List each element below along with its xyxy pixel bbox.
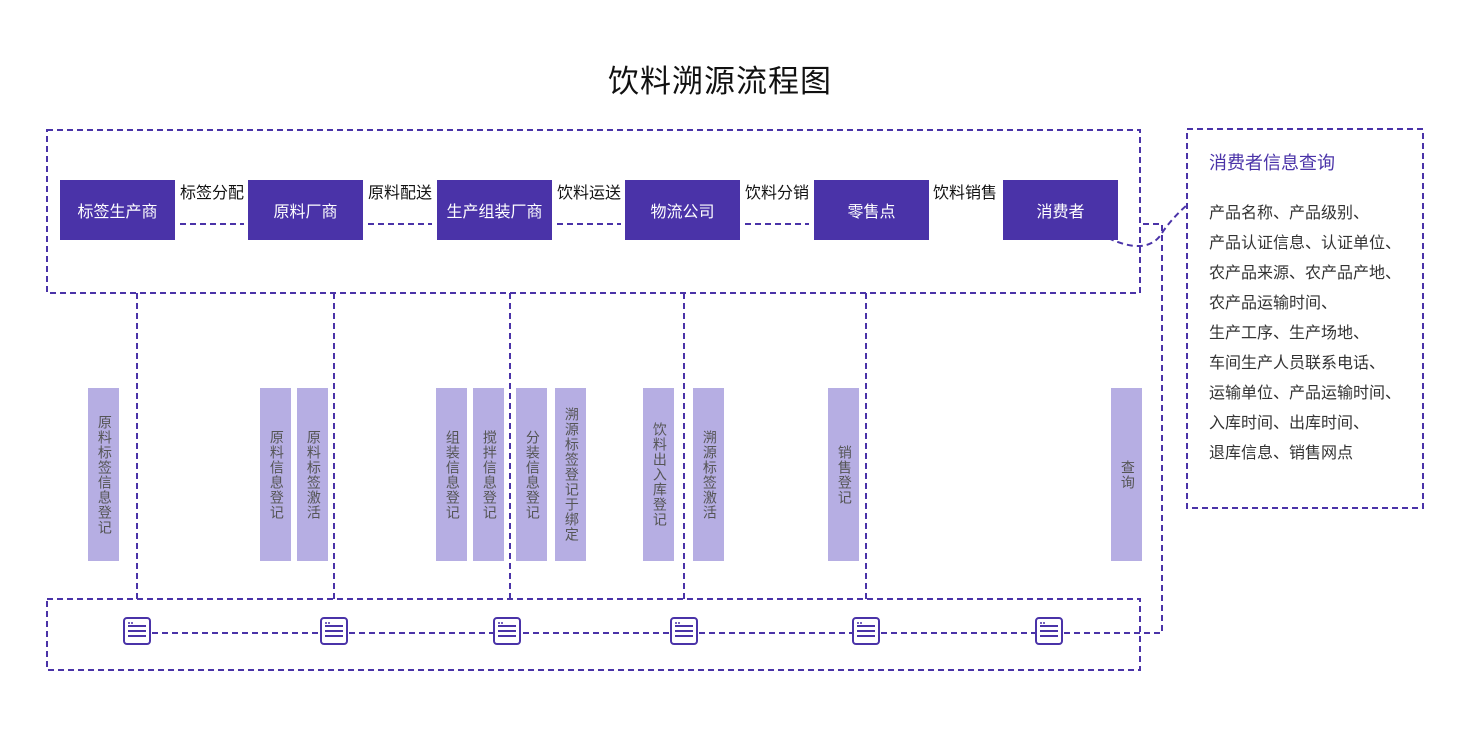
step-material-tag-registration: 原料标签信息登记	[88, 388, 119, 561]
consumer-panel-line: 生产工序、生产场地、	[1209, 323, 1370, 342]
edge-label-material-delivery: 原料配送	[367, 183, 432, 202]
step-label: 组装信息登记	[443, 429, 460, 520]
step-label: 查询	[1118, 459, 1135, 490]
node-retail: 零售点	[814, 180, 929, 240]
step-label: 搅拌信息登记	[480, 429, 497, 520]
consumer-panel-title: 消费者信息查询	[1209, 153, 1335, 174]
diagram-title: 饮料溯源流程图	[608, 64, 832, 100]
consumer-panel-line: 产品认证信息、认证单位、	[1209, 233, 1402, 252]
step-mixing-registration: 搅拌信息登记	[473, 388, 504, 561]
step-label: 分装信息登记	[523, 429, 540, 520]
step-label: 原料标签信息登记	[95, 414, 112, 535]
edge-label-drink-distribution: 饮料分销	[744, 183, 809, 202]
step-query: 查询	[1111, 388, 1142, 561]
step-label: 销售登记	[835, 444, 852, 505]
database-server-icon	[670, 617, 698, 645]
step-label: 饮料出入库登记	[650, 422, 667, 527]
node-assembly-factory: 生产组装厂商	[437, 180, 552, 240]
consumer-panel-line: 农产品运输时间、	[1209, 293, 1338, 312]
consumer-panel-line: 退库信息、销售网点	[1209, 443, 1354, 462]
consumer-panel-line: 车间生产人员联系电话、	[1209, 353, 1386, 372]
database-server-icon	[493, 617, 521, 645]
step-packaging-registration: 分装信息登记	[516, 388, 547, 561]
node-consumer: 消费者	[1003, 180, 1118, 240]
database-server-icon	[123, 617, 151, 645]
step-label: 原料标签激活	[304, 429, 321, 520]
edge-label-drink-sales: 饮料销售	[932, 183, 997, 202]
step-label: 原料信息登记	[267, 429, 284, 520]
step-warehouse-registration: 饮料出入库登记	[643, 388, 674, 561]
consumer-panel-frame	[1186, 128, 1424, 509]
step-label: 溯源标签登记于绑定	[562, 407, 579, 542]
node-label-producer: 标签生产商	[60, 180, 175, 240]
consumer-panel-line: 产品名称、产品级别、	[1209, 203, 1370, 222]
bottom-chain-frame	[46, 598, 1141, 671]
step-material-tag-activation: 原料标签激活	[297, 388, 328, 561]
consumer-panel-line: 运输单位、产品运输时间、	[1209, 383, 1402, 402]
top-flow-frame	[46, 129, 1141, 294]
database-server-icon	[1035, 617, 1063, 645]
node-material-factory: 原料厂商	[248, 180, 363, 240]
node-logistics: 物流公司	[625, 180, 740, 240]
step-assembly-registration: 组装信息登记	[436, 388, 467, 561]
step-label: 溯源标签激活	[700, 429, 717, 520]
consumer-panel-line: 入库时间、出库时间、	[1209, 413, 1370, 432]
step-material-info-registration: 原料信息登记	[260, 388, 291, 561]
consumer-panel-line: 农产品来源、农产品产地、	[1209, 263, 1402, 282]
database-server-icon	[320, 617, 348, 645]
step-trace-tag-binding: 溯源标签登记于绑定	[555, 388, 586, 561]
step-trace-tag-activation: 溯源标签激活	[693, 388, 724, 561]
database-server-icon	[852, 617, 880, 645]
edge-label-drink-transport: 饮料运送	[556, 183, 621, 202]
step-sales-registration: 销售登记	[828, 388, 859, 561]
edge-label-tag-allocation: 标签分配	[179, 183, 244, 202]
